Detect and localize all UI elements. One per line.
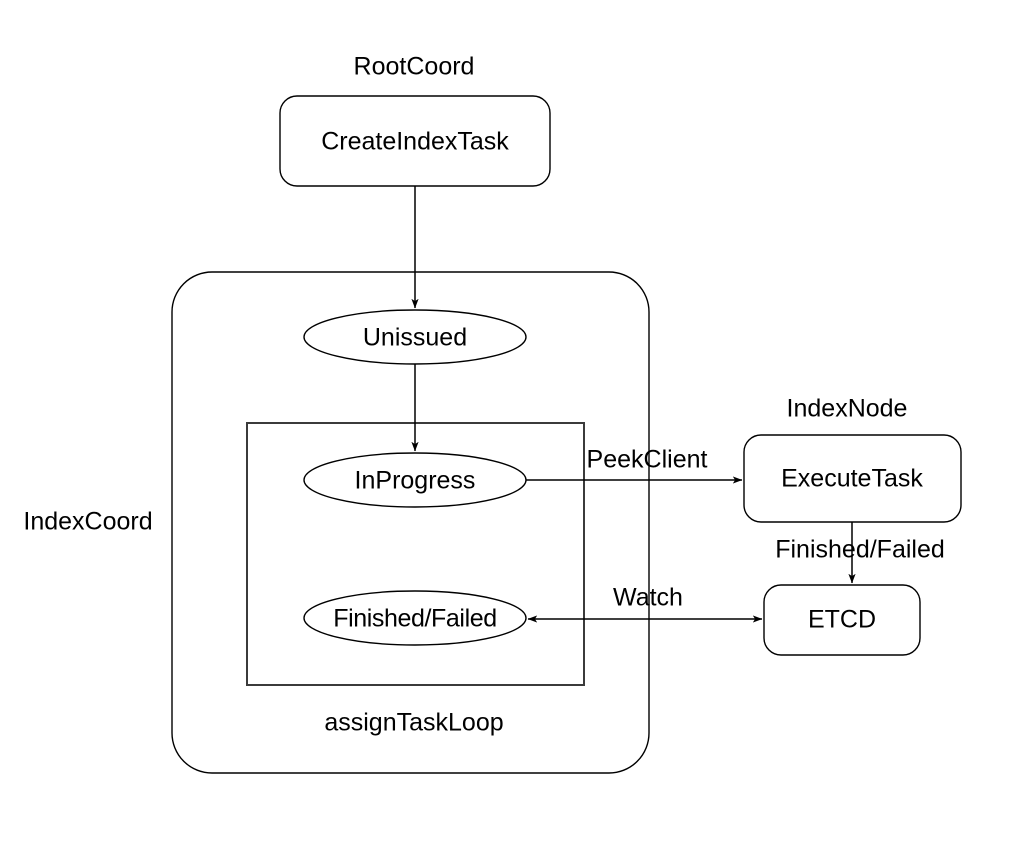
edge-label-peekclient: PeekClient [587,446,708,474]
node-finished-failed-label: Finished/Failed [333,605,497,633]
node-execute-task-label: ExecuteTask [781,465,923,493]
node-create-index-task-label: CreateIndexTask [321,128,509,156]
edge-label-finished-failed: Finished/Failed [775,536,945,564]
node-finished-failed-shape[interactable] [303,590,527,646]
node-in-progress-shape[interactable] [303,452,527,508]
node-in-progress-label: InProgress [355,467,476,495]
node-execute-task-shape[interactable] [743,434,962,523]
node-etcd-shape[interactable] [763,584,921,656]
group-label-indexnode: IndexNode [787,395,908,423]
node-unissued-label: Unissued [363,324,467,352]
group-label-assigntaskloop: assignTaskLoop [324,709,503,737]
container-indexcoord [171,271,650,774]
group-label-rootcoord: RootCoord [354,53,475,81]
node-etcd-label: ETCD [808,606,876,634]
node-create-index-task-shape[interactable] [279,95,551,187]
edge-label-watch: Watch [613,584,683,612]
node-unissued-shape[interactable] [303,309,527,365]
group-label-indexcoord: IndexCoord [23,508,152,536]
